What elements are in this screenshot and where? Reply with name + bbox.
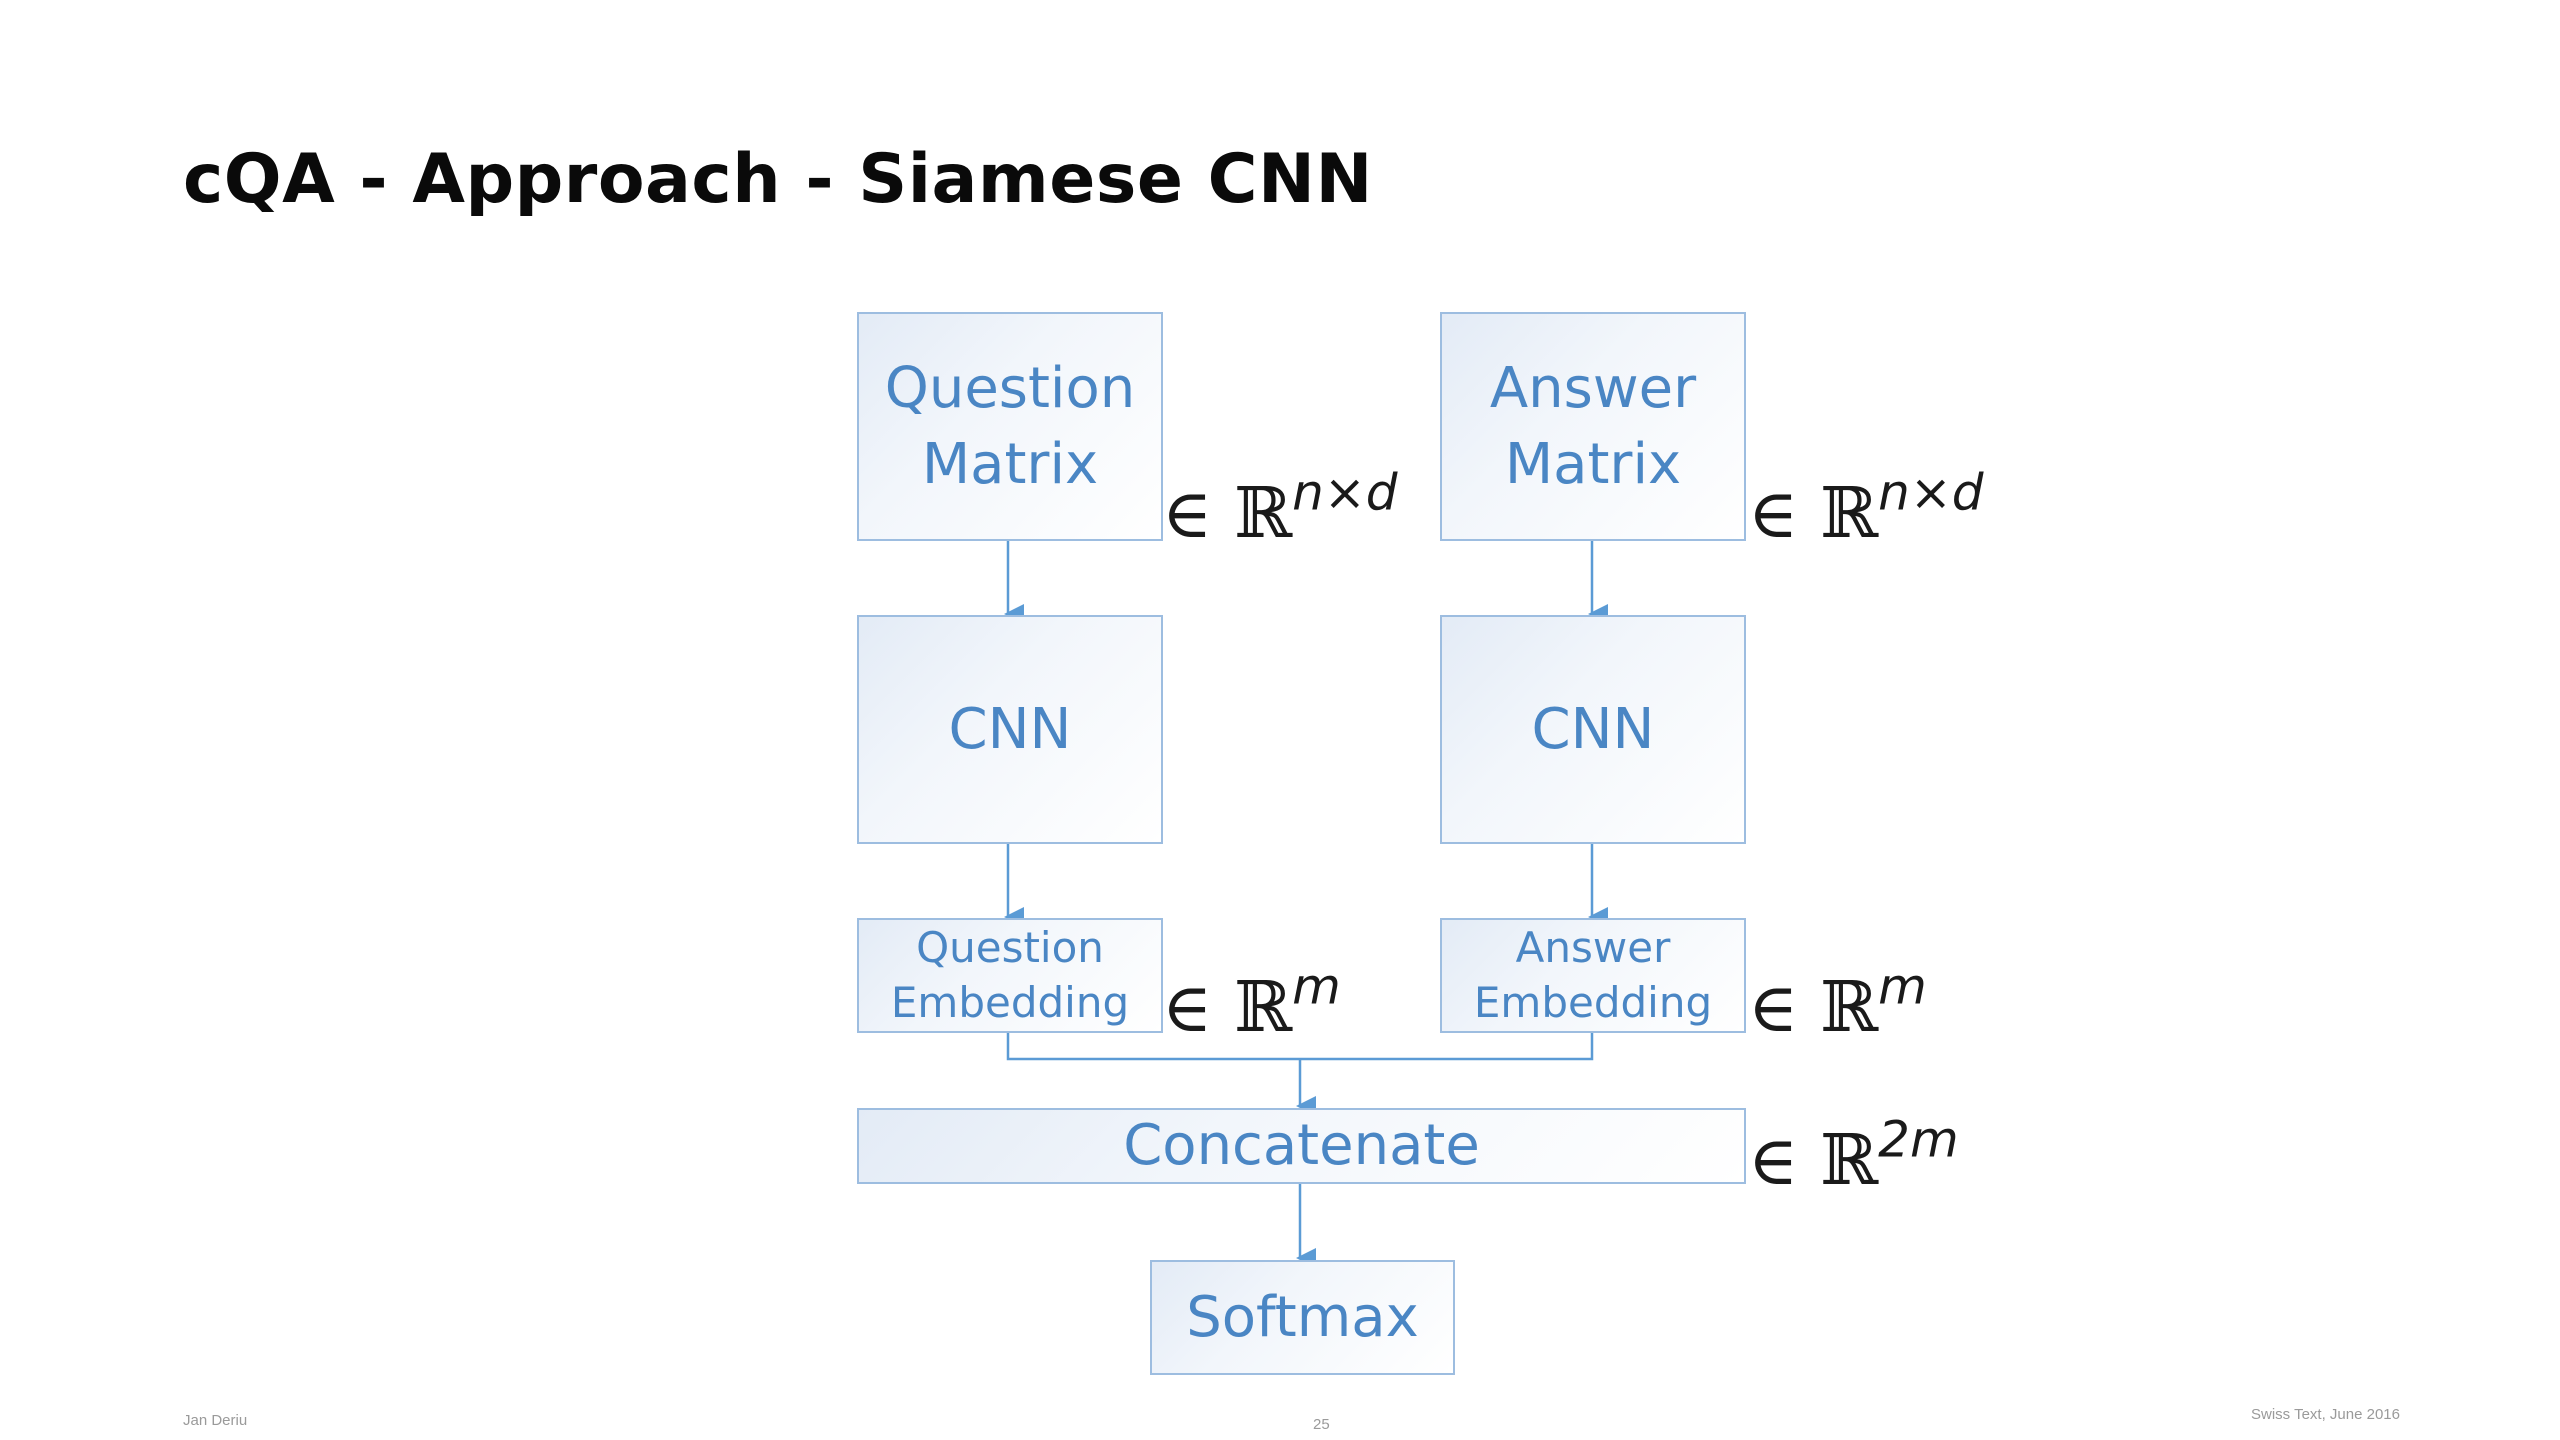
reals-symbol: ℝ (1819, 1119, 1879, 1201)
question-matrix-box: Question Matrix (857, 312, 1163, 541)
cnn-left-box: CNN (857, 615, 1163, 844)
question-matrix-dimension: ∈ ℝn×d (1162, 468, 1397, 549)
dimension-superscript: m (1292, 957, 1341, 1016)
question-embedding-line2: Embedding (890, 977, 1130, 1027)
reals-symbol: ℝ (1819, 966, 1879, 1048)
element-of-symbol: ∈ (1162, 969, 1213, 1048)
concatenate-label: Concatenate (1123, 1113, 1480, 1179)
footer-author: Jan Deriu (183, 1412, 248, 1429)
softmax-box: Softmax (1150, 1260, 1455, 1375)
element-of-symbol: ∈ (1748, 1122, 1799, 1201)
question-matrix-line1: Question (884, 355, 1136, 421)
slide-title: cQA - Approach - Siamese CNN (183, 140, 1373, 219)
element-of-symbol: ∈ (1748, 969, 1799, 1048)
answer-embedding-dimension: ∈ ℝm (1748, 962, 1927, 1043)
answer-matrix-line1: Answer (1489, 355, 1697, 421)
concatenate-box: Concatenate (857, 1108, 1746, 1184)
reals-symbol: ℝ (1819, 472, 1879, 554)
question-matrix-line2: Matrix (921, 431, 1099, 497)
element-of-symbol: ∈ (1162, 475, 1213, 554)
question-embedding-line1: Question (916, 922, 1104, 972)
cnn-left-label: CNN (948, 696, 1072, 762)
element-of-symbol: ∈ (1748, 475, 1799, 554)
dimension-superscript: n×d (1878, 463, 1984, 522)
question-embedding-dimension: ∈ ℝm (1162, 962, 1341, 1043)
reals-symbol: ℝ (1233, 472, 1293, 554)
dimension-superscript: m (1878, 957, 1927, 1016)
footer-page-number: 25 (1313, 1416, 1330, 1433)
cnn-right-label: CNN (1531, 696, 1655, 762)
footer-event: Swiss Text, June 2016 (2251, 1406, 2400, 1423)
answer-embedding-line1: Answer (1515, 922, 1671, 972)
dimension-superscript: n×d (1292, 463, 1398, 522)
answer-matrix-dimension: ∈ ℝn×d (1748, 468, 1983, 549)
question-embedding-box: Question Embedding (857, 918, 1163, 1033)
cnn-right-box: CNN (1440, 615, 1746, 844)
answer-matrix-line2: Matrix (1504, 431, 1682, 497)
answer-embedding-box: Answer Embedding (1440, 918, 1746, 1033)
answer-embedding-line2: Embedding (1473, 977, 1713, 1027)
dimension-superscript: 2m (1878, 1110, 1959, 1169)
answer-matrix-box: Answer Matrix (1440, 312, 1746, 541)
reals-symbol: ℝ (1233, 966, 1293, 1048)
softmax-label: Softmax (1186, 1284, 1419, 1350)
concatenate-dimension: ∈ ℝ2m (1748, 1115, 1959, 1196)
